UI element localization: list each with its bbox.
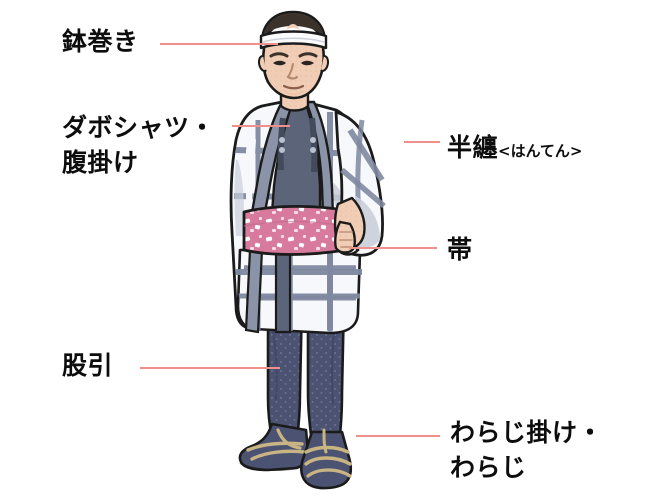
leader-line-hachimaki — [160, 43, 278, 45]
label-obi-line1: 帯 — [447, 235, 473, 264]
label-hachimaki: 鉢巻き — [62, 24, 139, 59]
right-arm-hand-on-hip — [333, 196, 366, 254]
leader-line-waraji — [356, 435, 440, 437]
label-hanten-line1: 半纏 — [447, 133, 499, 162]
leader-line-momohiki — [140, 367, 280, 369]
head — [258, 10, 329, 100]
label-momohiki: 股引 — [62, 348, 113, 383]
label-obi: 帯 — [447, 232, 473, 267]
label-hachimaki-line1: 鉢巻き — [62, 27, 139, 56]
leader-line-obi — [349, 247, 437, 249]
leader-line-hanten — [404, 141, 440, 143]
label-momohiki-line1: 股引 — [62, 351, 114, 380]
label-hanten: 半纏<はんてん> — [447, 130, 582, 169]
obi-sash — [242, 205, 348, 256]
label-dabo-line2: 腹掛け — [62, 148, 139, 177]
leader-line-dabo-shirt — [232, 125, 290, 127]
label-waraji: わらじ掛け・ わらじ — [450, 415, 603, 485]
label-waraji-line2: わらじ — [450, 453, 527, 482]
label-hanten-reading: <はんてん> — [498, 142, 583, 160]
waraji-sandals-and-tabi — [238, 422, 353, 490]
label-dabo-shirt-harakake: ダボシャツ・ 腹掛け — [62, 110, 215, 180]
label-dabo-line1: ダボシャツ・ — [62, 113, 216, 142]
momohiki-leggings — [266, 298, 346, 444]
hanten-happi-coat — [229, 100, 386, 335]
label-waraji-line1: わらじ掛け・ — [450, 418, 604, 447]
